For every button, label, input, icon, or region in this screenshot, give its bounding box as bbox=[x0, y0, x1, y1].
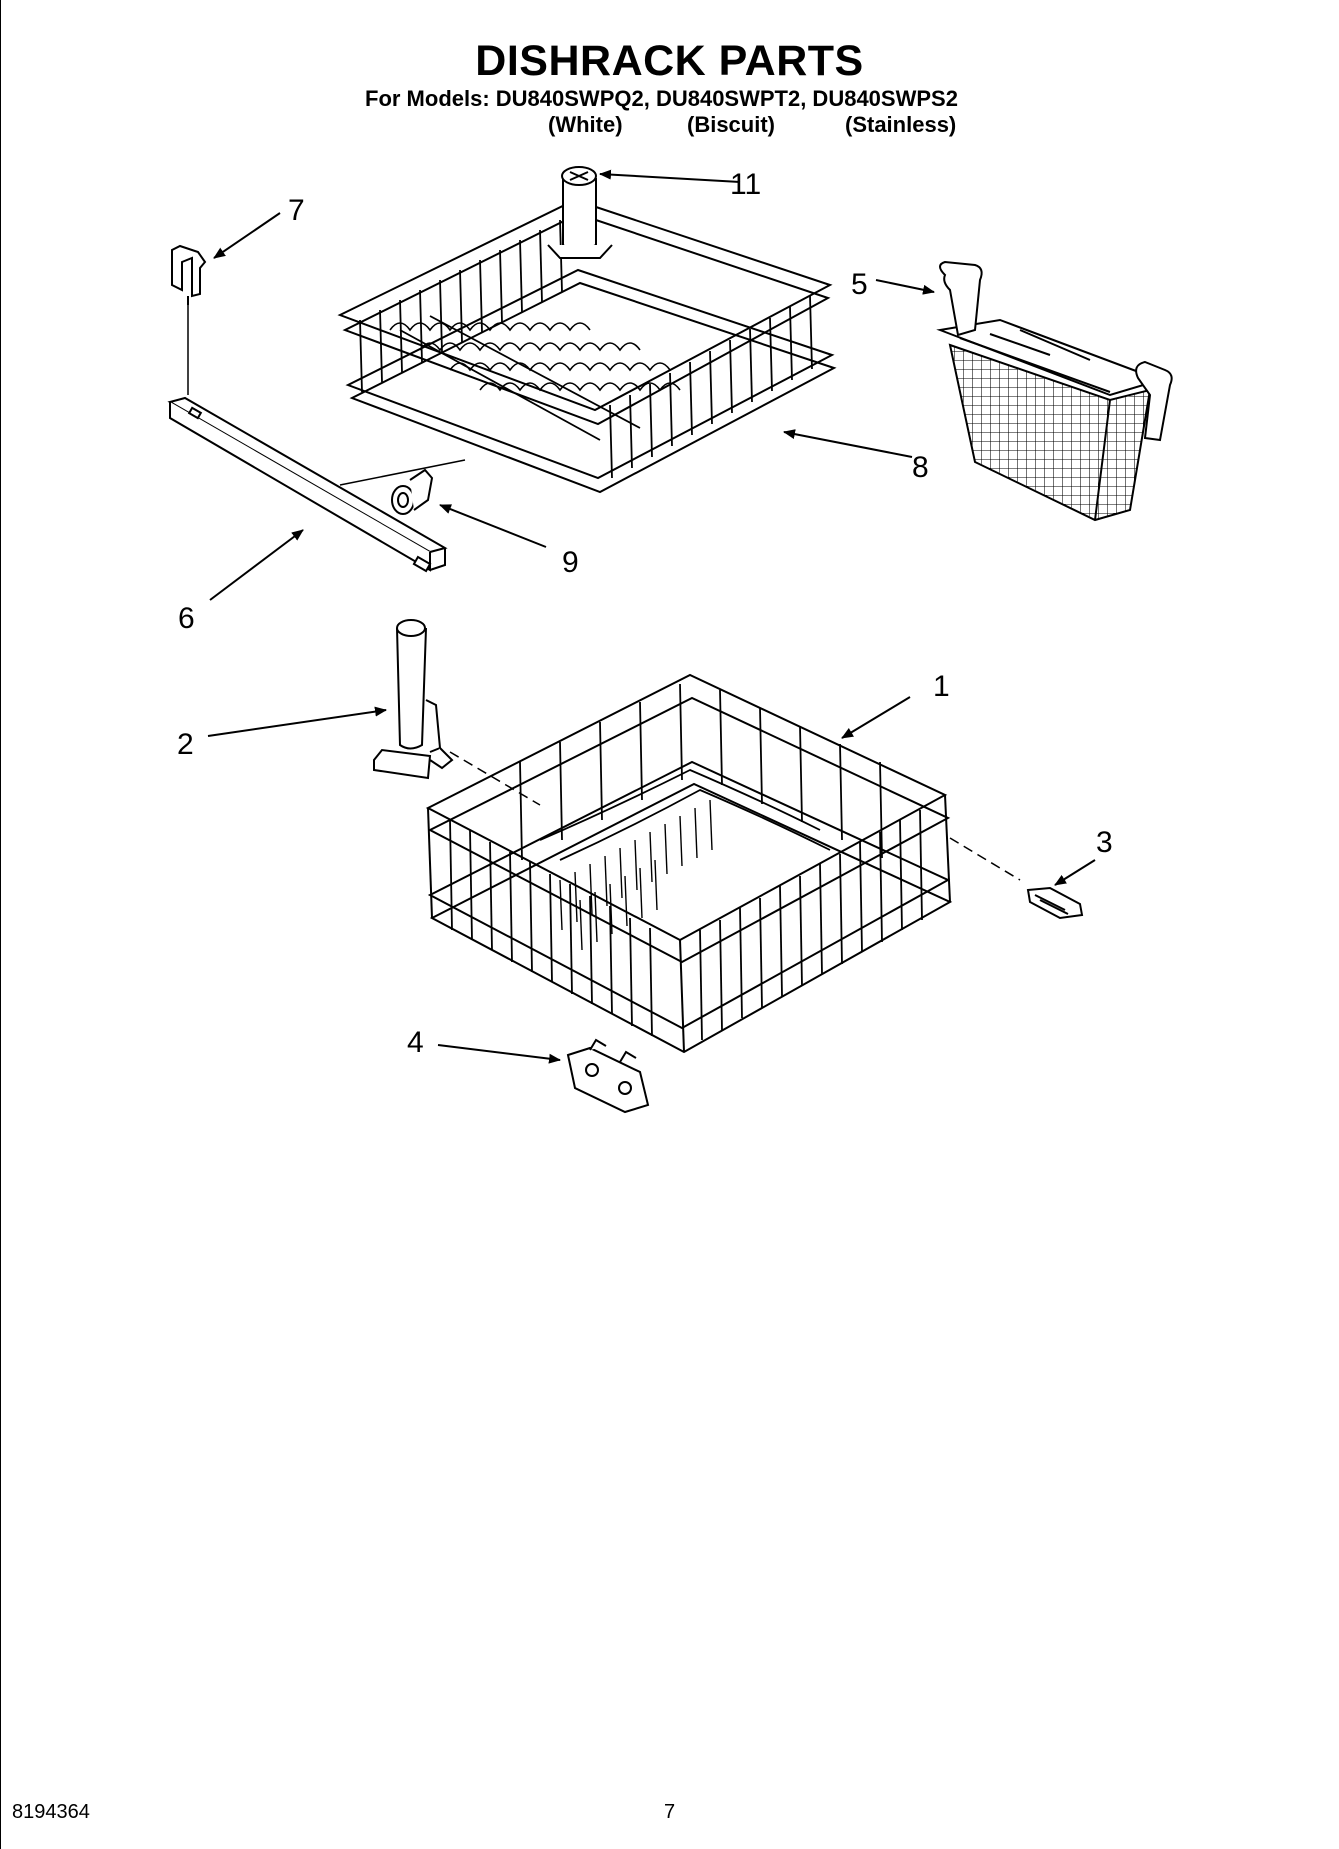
page-number: 7 bbox=[663, 1801, 676, 1823]
callout-4: 4 bbox=[407, 1026, 424, 1059]
callout-1: 1 bbox=[933, 670, 950, 703]
callout-11: 11 bbox=[730, 168, 761, 201]
arrow-9 bbox=[439, 504, 547, 548]
arrow-2 bbox=[207, 706, 387, 737]
rack-adjuster-clip bbox=[171, 244, 207, 305]
arrow-1 bbox=[841, 696, 911, 739]
arrow-3 bbox=[1054, 859, 1096, 886]
rack-roller bbox=[391, 468, 434, 515]
rail-leader-line bbox=[339, 459, 466, 486]
arrow-5 bbox=[875, 279, 935, 295]
finish-white: (White) bbox=[548, 112, 623, 137]
document-number: 8194364 bbox=[12, 1801, 90, 1823]
callout-arrows bbox=[207, 169, 1096, 1064]
callout-7: 7 bbox=[288, 194, 305, 227]
arrow-7 bbox=[213, 212, 281, 259]
callout-6: 6 bbox=[178, 602, 195, 635]
spray-tube-lower bbox=[373, 619, 454, 780]
callout-5: 5 bbox=[851, 268, 868, 301]
arrow-11 bbox=[599, 169, 741, 183]
rack-stop-clip bbox=[1026, 886, 1084, 920]
callout-2: 2 bbox=[177, 728, 194, 761]
models-line: For Models: DU840SWPQ2, DU840SWPT2, DU84… bbox=[365, 86, 958, 111]
arrow-8 bbox=[783, 429, 913, 458]
upper-rack-assembly bbox=[337, 166, 837, 494]
callout-8: 8 bbox=[912, 451, 929, 484]
arrow-6 bbox=[209, 529, 304, 601]
arrow-4 bbox=[437, 1044, 561, 1064]
finish-biscuit: (Biscuit) bbox=[687, 112, 775, 137]
silverware-basket bbox=[936, 260, 1173, 522]
callout-3: 3 bbox=[1096, 826, 1113, 859]
roller-bracket bbox=[566, 1038, 650, 1114]
callout-9: 9 bbox=[562, 546, 579, 579]
clip-3-leader-line bbox=[949, 837, 1021, 881]
lower-rack-assembly bbox=[425, 673, 953, 1054]
page-title: DISHRACK PARTS bbox=[475, 37, 864, 85]
rack-track-rail bbox=[167, 396, 448, 573]
finish-stainless: (Stainless) bbox=[845, 112, 957, 137]
spray-tube-upper bbox=[547, 166, 613, 259]
tube-leader-line bbox=[449, 751, 541, 806]
